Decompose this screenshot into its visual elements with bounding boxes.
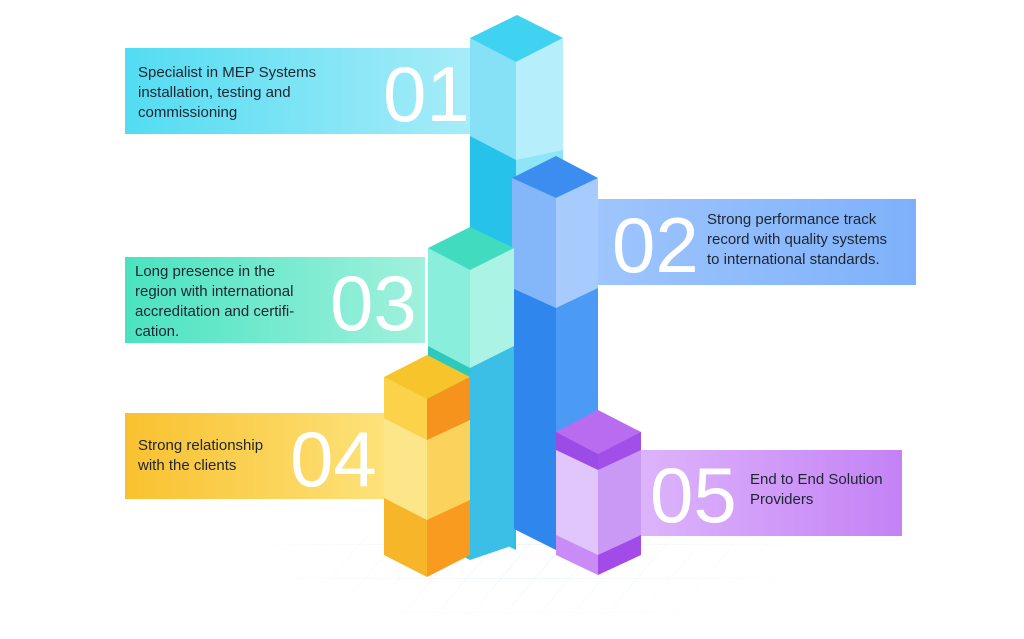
band-05 [641, 450, 902, 536]
text-line: with the clients [138, 457, 237, 474]
text-line: to international standards. [707, 251, 880, 268]
step-number-05: 05 [650, 451, 737, 539]
text-line: record with quality systems [707, 231, 888, 248]
text-line: installation, testing and [138, 84, 291, 101]
step-number-03: 03 [330, 259, 417, 347]
step-text-02: Strong performance track record with qua… [707, 210, 887, 270]
text-line: Strong relationship [138, 437, 264, 454]
band-01 [125, 48, 470, 134]
step-text-01: Specialist in MEP Systems installation, … [138, 63, 316, 123]
column-05 [556, 410, 641, 575]
step-number-01: 01 [383, 50, 470, 138]
text-line: region with international [135, 283, 294, 300]
column-04 [384, 355, 470, 577]
band-04 [125, 413, 385, 499]
text-line: Strong performance track [707, 211, 877, 228]
step-number-04: 04 [290, 415, 377, 503]
text-line: Providers [750, 491, 814, 508]
text-line: End to End Solution [750, 471, 883, 488]
band-02 [597, 199, 916, 285]
band-03 [125, 257, 425, 343]
step-text-05: End to End Solution Providers [750, 470, 883, 510]
text-line: Long presence in the [135, 263, 276, 280]
step-text-04: Strong relationship with the clients [138, 436, 263, 476]
text-line: accreditation and certifi- [135, 303, 295, 320]
text-line: cation. [135, 323, 180, 340]
step-text-03: Long presence in the region with interna… [135, 262, 294, 342]
step-number-02: 02 [612, 201, 699, 289]
text-line: commissioning [138, 104, 238, 121]
text-line: Specialist in MEP Systems [138, 64, 317, 81]
